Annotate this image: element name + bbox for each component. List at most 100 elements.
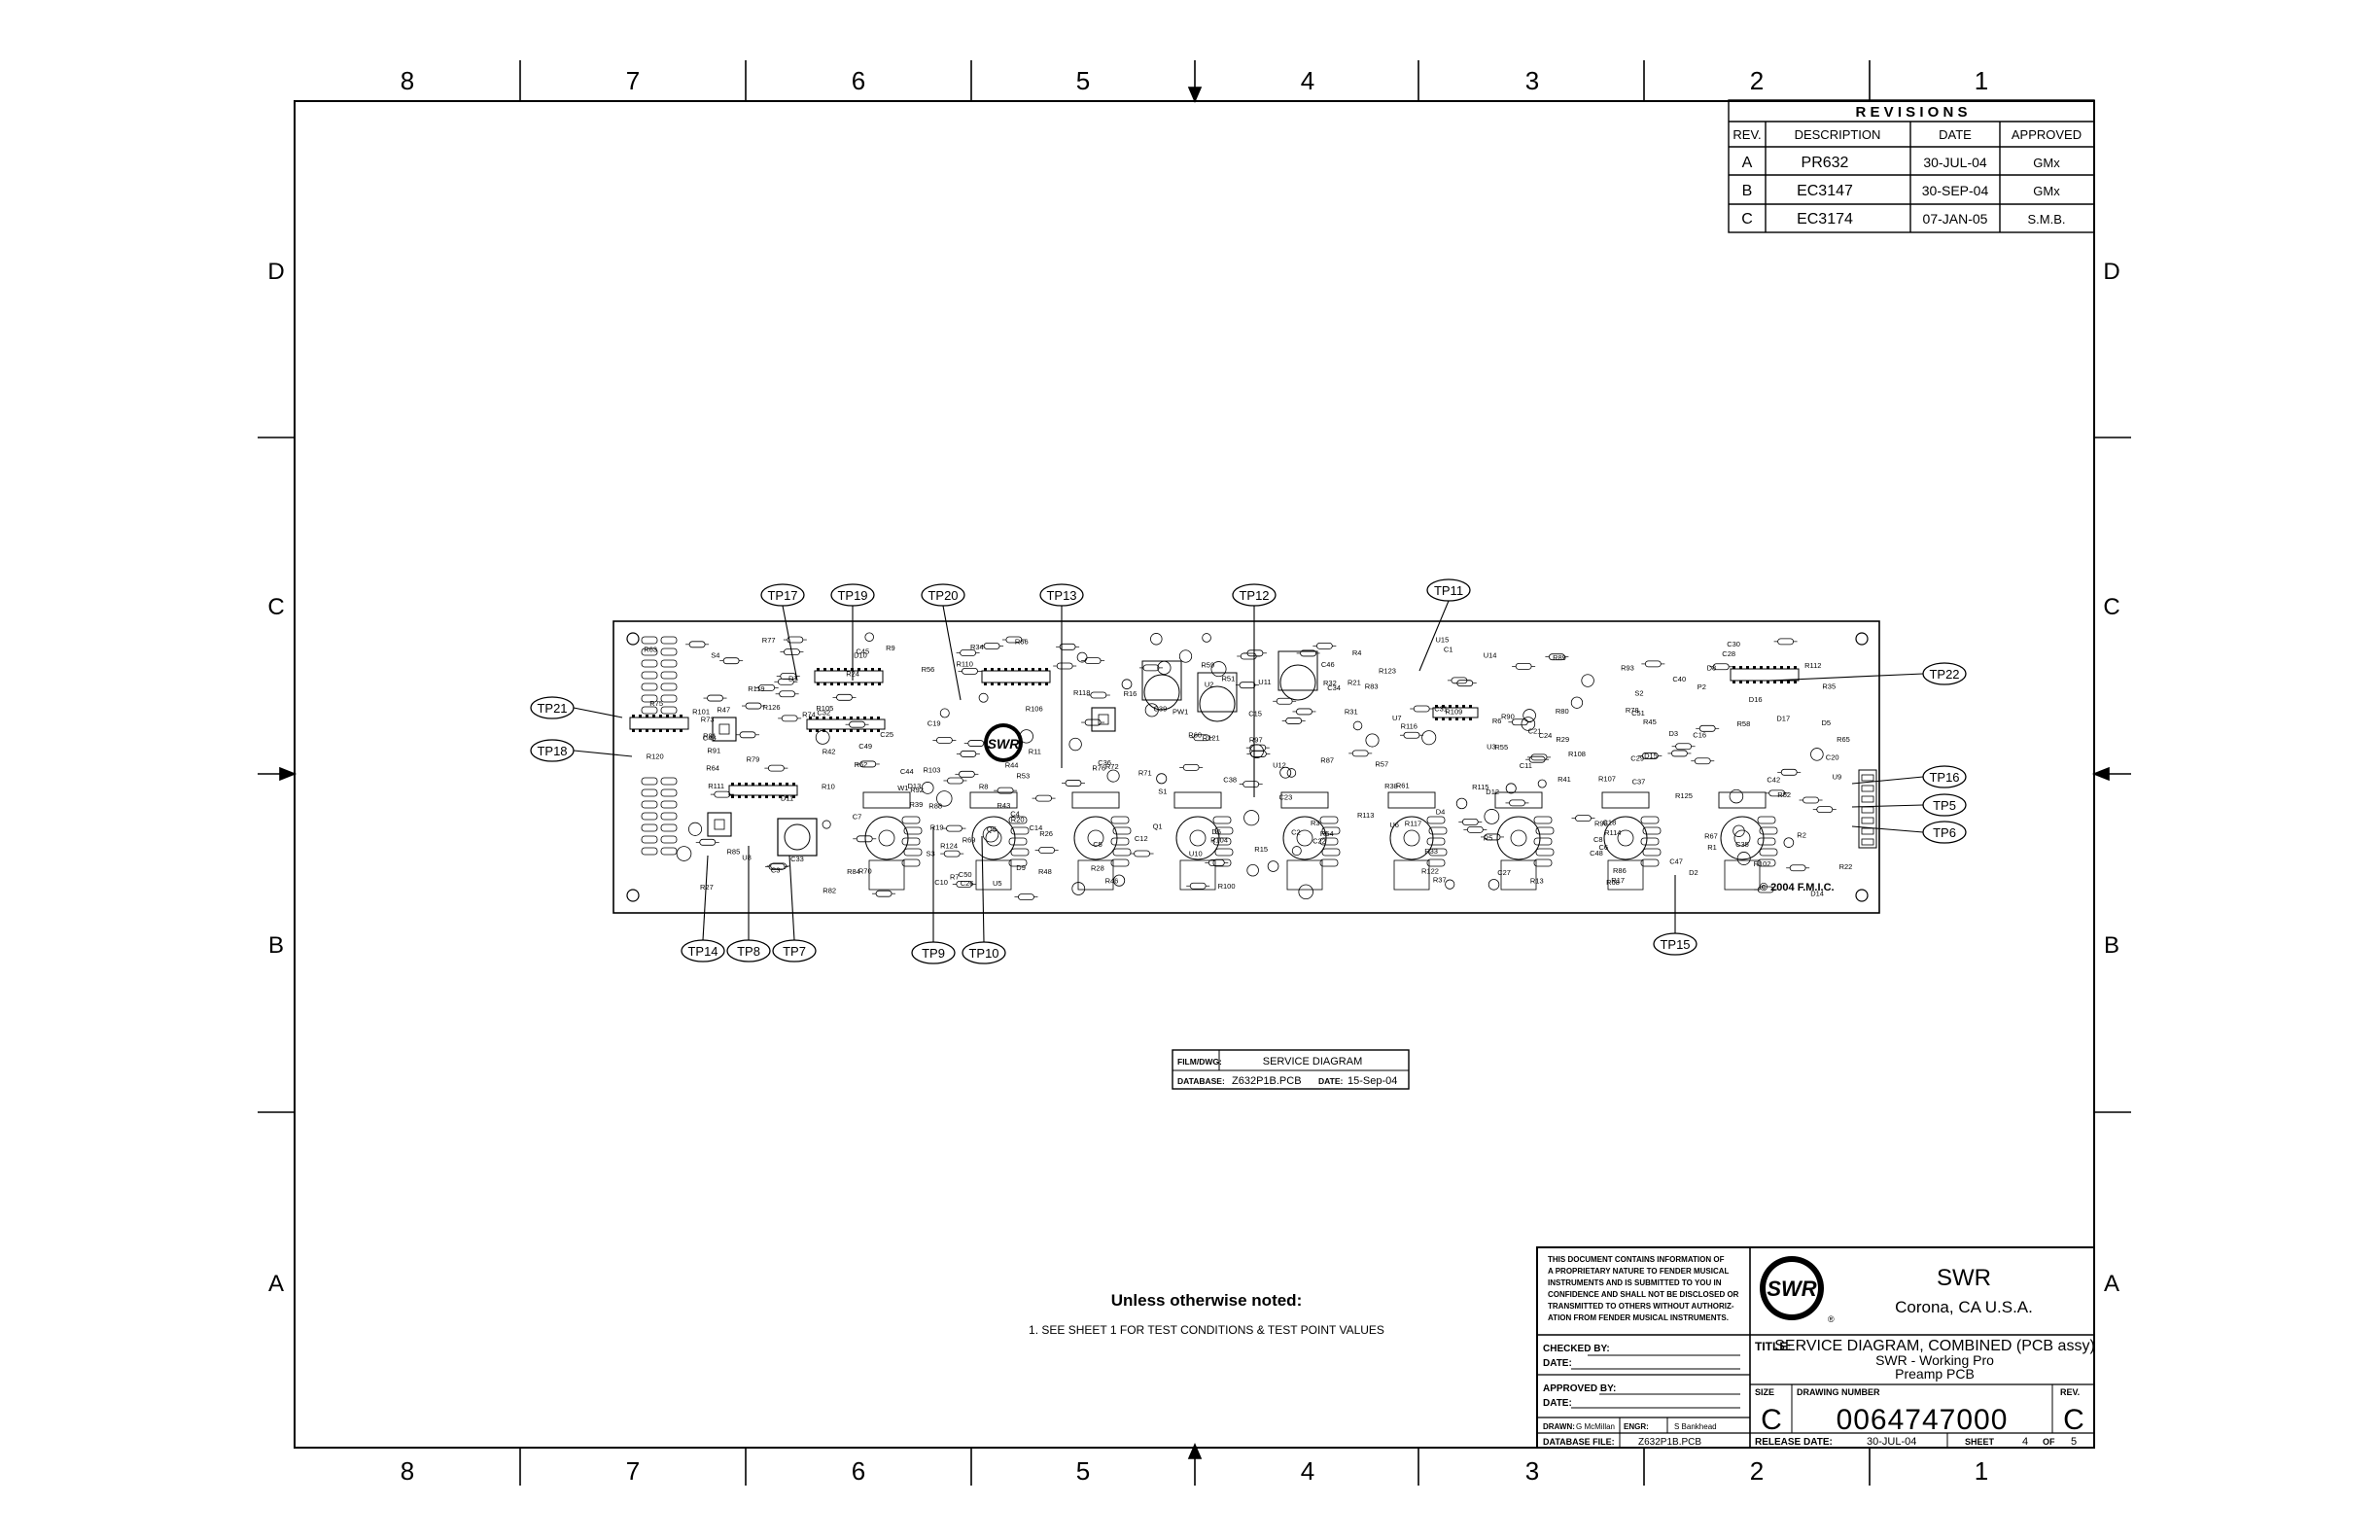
zone-col-top: 4 bbox=[1301, 66, 1314, 95]
zone-col-top: 7 bbox=[626, 66, 640, 95]
pcb-ref-label: R98 bbox=[1594, 820, 1608, 828]
pcb-ref-label: R117 bbox=[1405, 819, 1421, 827]
pcb-ref-label: R92 bbox=[910, 786, 924, 794]
drawing-number: 0064747000 bbox=[1837, 1404, 2009, 1436]
pcb-ref-label: C24 bbox=[1539, 731, 1553, 740]
of-label: OF bbox=[2043, 1437, 2055, 1447]
drawing-title-1: SERVICE DIAGRAM, COMBINED (PCB assy) bbox=[1774, 1338, 2095, 1354]
pcb-ref-label: C4 bbox=[1010, 809, 1020, 818]
pcb-ref-label: R52 bbox=[1777, 790, 1791, 799]
pcb-ref-label: C12 bbox=[1135, 834, 1148, 843]
pcb-ref-label: R42 bbox=[822, 748, 836, 756]
zone-col-top: 3 bbox=[1525, 66, 1539, 95]
drawn-label: DRAWN: bbox=[1543, 1422, 1575, 1431]
rev-cell: EC3174 bbox=[1797, 211, 1853, 228]
rev-cell: S.M.B. bbox=[2027, 212, 2065, 227]
pcb-ref-label: D5 bbox=[1822, 718, 1832, 727]
rev-header: DATE bbox=[1939, 127, 1972, 142]
pcb-ref-label: R77 bbox=[762, 636, 776, 645]
pcb-copyright: © 2004 F.M.I.C. bbox=[1760, 882, 1835, 893]
pcb-ref-label: R121 bbox=[1203, 734, 1220, 743]
pcb-ref-label: R87 bbox=[1320, 756, 1334, 765]
svg-text:TP12: TP12 bbox=[1239, 588, 1269, 603]
rev-cell: GMx bbox=[2033, 156, 2060, 170]
zone-col-top: 8 bbox=[401, 66, 414, 95]
pcb-ref-label: S3 bbox=[927, 850, 935, 858]
pcb-ref-label: R26 bbox=[1039, 829, 1053, 838]
pcb-ref-label: C2 bbox=[1291, 828, 1301, 837]
pcb-ref-label: R102 bbox=[1754, 859, 1771, 868]
company-location: Corona, CA U.S.A. bbox=[1895, 1298, 2033, 1316]
zone-column-labels: 8 7 6 5 4 3 2 1 8 7 6 5 4 3 2 1 bbox=[401, 66, 1988, 1486]
rev-cell: 07-JAN-05 bbox=[1923, 211, 1988, 227]
svg-text:TP16: TP16 bbox=[1929, 770, 1959, 785]
pcb-ref-label: R76 bbox=[1092, 763, 1105, 772]
rev-cell: GMx bbox=[2033, 184, 2060, 198]
pcb-ref-label: R56 bbox=[922, 665, 935, 674]
pcb-ref-label: R21 bbox=[1348, 679, 1361, 687]
sheet-label: SHEET bbox=[1965, 1437, 1995, 1447]
pcb-ref-label: R1 bbox=[1707, 843, 1717, 852]
pcb-ref-label: R4 bbox=[1352, 648, 1362, 657]
svg-text:TP5: TP5 bbox=[1933, 798, 1956, 813]
test-point-tp9: TP9 bbox=[911, 826, 956, 964]
pcb-ref-label: D10 bbox=[854, 651, 867, 660]
pcb-ref-label: D11 bbox=[781, 794, 793, 803]
zone-col-bottom: 6 bbox=[852, 1456, 865, 1486]
pcb-ref-label: U14 bbox=[1484, 651, 1497, 660]
pcb-ref-label: C20 bbox=[1826, 752, 1839, 761]
pcb-ref-label: R123 bbox=[1379, 667, 1396, 676]
pcb-ref-label: U2 bbox=[1205, 680, 1214, 688]
pcb-ref-label: C16 bbox=[1693, 731, 1706, 740]
pcb-ref-label: C38 bbox=[1223, 775, 1237, 784]
pcb-ref-label: D12 bbox=[1486, 788, 1499, 796]
test-point-tp11: TP11 bbox=[1418, 578, 1471, 672]
film-db-value: Z632P1B.PCB bbox=[1232, 1075, 1302, 1087]
test-point-tp5: TP5 bbox=[1851, 793, 1967, 817]
pcb-ref-label: U7 bbox=[1392, 714, 1402, 722]
pcb-ref-label: R54 bbox=[1320, 829, 1334, 838]
pcb-ref-label: R38 bbox=[1384, 782, 1398, 790]
zone-row-right: D bbox=[2103, 259, 2119, 285]
pcb-ref-label: C10 bbox=[934, 878, 948, 887]
pcb-ref-label: R17 bbox=[1611, 876, 1625, 885]
proprietary-notice: A PROPRIETARY NATURE TO FENDER MUSICAL bbox=[1548, 1267, 1729, 1276]
pcb-ref-label: R86 bbox=[1613, 866, 1627, 875]
dbfile-value: Z632P1B.PCB bbox=[1638, 1437, 1701, 1448]
test-point-tp22: TP22 bbox=[1768, 662, 1967, 685]
pcb-ref-label: R81 bbox=[703, 732, 717, 741]
zone-row-left: B bbox=[268, 932, 284, 959]
pcb-ref-label: R2 bbox=[1797, 831, 1806, 840]
size-label: SIZE bbox=[1755, 1387, 1774, 1397]
zone-col-top: 5 bbox=[1076, 66, 1090, 95]
pcb-ref-label: C27 bbox=[1497, 868, 1511, 877]
drawing-title-2: SWR - Working Pro bbox=[1875, 1352, 1994, 1368]
pcb-ref-label: D3 bbox=[1669, 729, 1679, 738]
pcb-ref-label: R100 bbox=[1218, 882, 1236, 891]
revisions-title: R E V I S I O N S bbox=[1855, 104, 1967, 121]
pcb-ref-label: C8 bbox=[1593, 835, 1603, 844]
pcb-ref-label: C49 bbox=[858, 742, 872, 751]
test-point-tp7: TP7 bbox=[772, 855, 817, 962]
proprietary-notice: INSTRUMENTS AND IS SUBMITTED TO YOU IN bbox=[1548, 1278, 1722, 1287]
svg-text:TP6: TP6 bbox=[1933, 825, 1956, 840]
pcb-ref-label: C48 bbox=[1590, 849, 1603, 858]
pcb-outline bbox=[612, 620, 1880, 914]
zone-col-bottom: 3 bbox=[1525, 1456, 1539, 1486]
rev-label: REV. bbox=[2060, 1387, 2080, 1397]
svg-text:TP17: TP17 bbox=[767, 588, 797, 603]
pcb-ref-label: D7 bbox=[788, 674, 798, 682]
release-date-label: RELEASE DATE: bbox=[1755, 1437, 1833, 1448]
title-block-text: THIS DOCUMENT CONTAINS INFORMATION OF A … bbox=[1543, 1255, 2095, 1448]
zone-row-right: C bbox=[2103, 594, 2119, 620]
pcb-ref-label: S4 bbox=[711, 651, 719, 660]
pcb-ref-label: R108 bbox=[1568, 750, 1586, 758]
pcb-ref-label: D4 bbox=[1436, 807, 1446, 816]
pcb-ref-label: C15 bbox=[1248, 709, 1262, 718]
pcb-ref-label: R29 bbox=[1556, 735, 1569, 744]
pcb-ref-label: Q1 bbox=[1153, 822, 1163, 830]
film-date-label: DATE: bbox=[1318, 1076, 1344, 1086]
pcb-ref-label: R11 bbox=[1029, 747, 1041, 755]
pcb-ref-label: R91 bbox=[707, 746, 720, 754]
